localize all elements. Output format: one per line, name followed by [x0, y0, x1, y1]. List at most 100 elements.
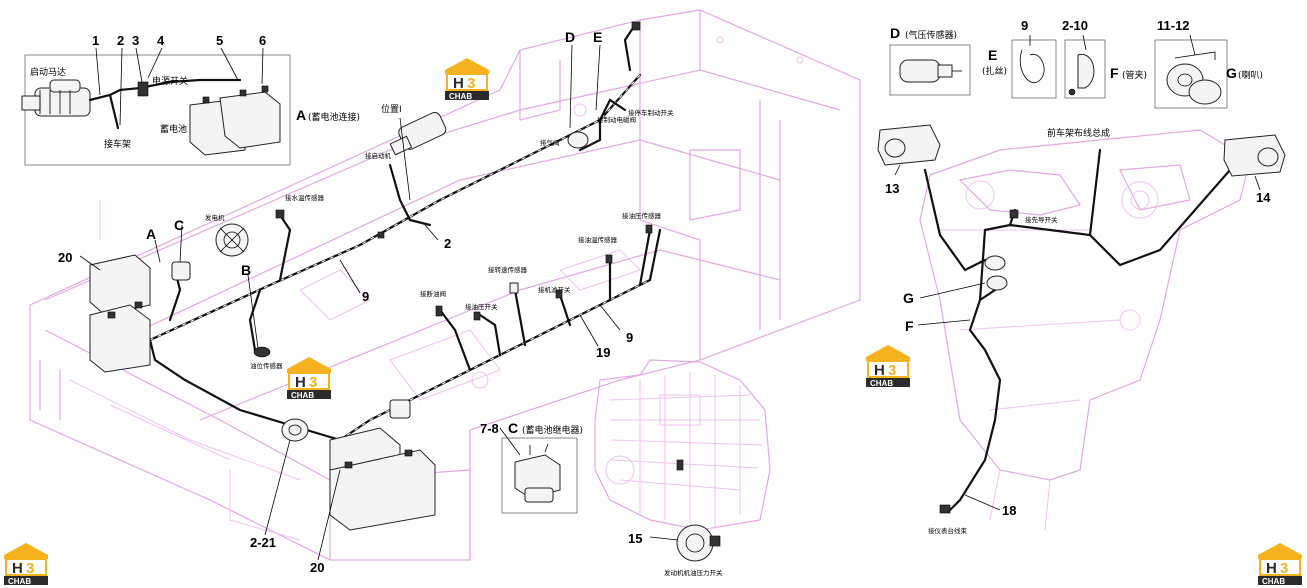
label-starter: 启动马达	[30, 66, 66, 78]
inset-battery-connection	[21, 47, 291, 166]
label-oil-temp: 接油温传感器	[578, 235, 618, 244]
label-filter: 接机滤开关	[538, 285, 571, 294]
logo-1: H 3 CHAB	[445, 58, 489, 101]
callout-7-8: 7-8	[480, 421, 499, 436]
logo-2-sub: CHAB	[291, 391, 314, 400]
label-power-switch: 电源开关	[152, 75, 188, 87]
engine-outline	[594, 359, 771, 531]
callout-D-right: D	[890, 25, 900, 41]
callout-F-right: F	[1110, 65, 1119, 81]
callout-E: E	[593, 29, 602, 45]
callout-14: 14	[1256, 190, 1271, 205]
callout-2-10: 2-10	[1062, 18, 1088, 33]
callout-E-right: E	[988, 47, 997, 63]
logo-3-b: 3	[888, 362, 896, 379]
label-fuel-press: 接油压传感器	[622, 211, 662, 220]
pipe-clamp-drawing	[1068, 54, 1095, 96]
callout-18: 18	[1002, 503, 1016, 518]
callout-F-bottom: F	[905, 318, 914, 334]
logo-4: H 3 CHAB	[4, 543, 48, 586]
label-A-desc: (蓄电池连接)	[308, 111, 360, 123]
callout-G-right: G	[1226, 65, 1237, 81]
label-starter-small: 接启动机	[365, 151, 392, 160]
callout-C: C	[174, 217, 184, 233]
label-oil-press-sw: 接油压开关	[465, 302, 498, 311]
callout-20a: 20	[58, 250, 72, 265]
label-generator: 发电机	[205, 213, 225, 222]
logo-5-h: H	[1266, 560, 1277, 577]
logo-1-h: H	[453, 75, 464, 92]
callout-9b: 9	[626, 330, 633, 345]
horn-drawing	[1166, 51, 1222, 105]
front-components	[877, 124, 1286, 514]
label-parking-brake: 接停车制动开关	[628, 108, 674, 117]
label-D-desc: (气压传感器)	[905, 29, 957, 41]
callout-11-12: 11-12	[1157, 18, 1190, 33]
logo-4-h: H	[12, 560, 23, 577]
lamp-right-drawing	[1223, 134, 1286, 177]
logo-5-sub: CHAB	[1262, 577, 1285, 586]
callout-A-left: A	[146, 226, 156, 242]
label-cutoff: 接断油阀	[420, 289, 446, 298]
label-ground: 接车架	[104, 138, 131, 150]
callout-C-box: C	[508, 420, 518, 436]
label-C-desc: (蓄电池继电器)	[522, 424, 583, 436]
label-F-desc: (管夹)	[1122, 69, 1147, 81]
logo-2: H 3 CHAB	[287, 357, 331, 400]
oil-pressure-switch-drawing	[676, 459, 721, 562]
label-oil-drain: 排气阀	[540, 138, 560, 147]
frame-starter-drawing	[389, 112, 447, 156]
callout-6: 6	[259, 33, 266, 48]
logo-2-h: H	[295, 374, 306, 391]
label-battery: 蓄电池	[160, 123, 187, 135]
logo-3-sub: CHAB	[870, 379, 893, 388]
callout-9a: 9	[362, 289, 369, 304]
label-engine-oil: 发动机机油压力开关	[664, 568, 723, 577]
callout-1: 1	[92, 33, 99, 48]
callout-20b: 20	[310, 560, 324, 575]
lamp-left-drawing	[877, 124, 941, 166]
label-E-desc: (扎丝)	[982, 65, 1007, 77]
logo-2-b: 3	[309, 374, 317, 391]
callout-A-top: A	[296, 107, 306, 123]
callout-2-21: 2-21	[250, 535, 276, 550]
logo-4-sub: CHAB	[8, 577, 31, 586]
callout-4: 4	[157, 33, 165, 48]
callout-5: 5	[216, 33, 223, 48]
logo-4-b: 3	[26, 560, 34, 577]
callout-2a: 2	[117, 33, 124, 48]
pressure-sensor-drawing	[899, 59, 962, 83]
callout-numbers: 1 2 3 4 5 6 A D E 2 9 9 19 20 A C B 2-21…	[58, 18, 1271, 575]
logo-1-sub: CHAB	[449, 92, 472, 101]
starter-motor-drawing	[21, 79, 91, 117]
logo-3: H 3 CHAB	[866, 345, 910, 388]
callout-13: 13	[885, 181, 899, 196]
label-front-frame: 前车架布线总成	[1047, 127, 1110, 139]
callout-B: B	[241, 262, 251, 278]
generator-drawing	[215, 223, 249, 257]
callout-2b: 2	[444, 236, 451, 251]
label-brake-valve: 接制动电磁阀	[597, 115, 636, 124]
label-G-desc: (喇叭)	[1238, 69, 1263, 81]
label-water-temp: 接水温传感器	[285, 193, 325, 202]
callout-D: D	[565, 29, 575, 45]
front-frame-outline	[919, 129, 1251, 531]
callout-15: 15	[628, 531, 642, 546]
logo-1-b: 3	[467, 75, 475, 92]
logo-5-b: 3	[1280, 560, 1288, 577]
battery-drawing	[189, 85, 281, 156]
label-fuel-level: 油位传感器	[250, 361, 283, 370]
callout-9-right: 9	[1021, 18, 1028, 33]
leader-lines	[79, 34, 1261, 561]
label-dash: 接仪表台线束	[928, 526, 968, 535]
logo-5: H 3 CHAB	[1258, 543, 1302, 586]
label-guide-switch: 接先导开关	[1025, 215, 1058, 224]
callout-G-bottom: G	[903, 290, 914, 306]
logo-3-h: H	[874, 362, 885, 379]
labels: 启动马达 接车架 电源开关 蓄电池 (蓄电池连接) 位置I 接启动机 发电机 接…	[30, 29, 1263, 577]
inset-relay	[501, 437, 578, 514]
parts-row	[889, 39, 1228, 109]
rear-components	[89, 21, 653, 531]
